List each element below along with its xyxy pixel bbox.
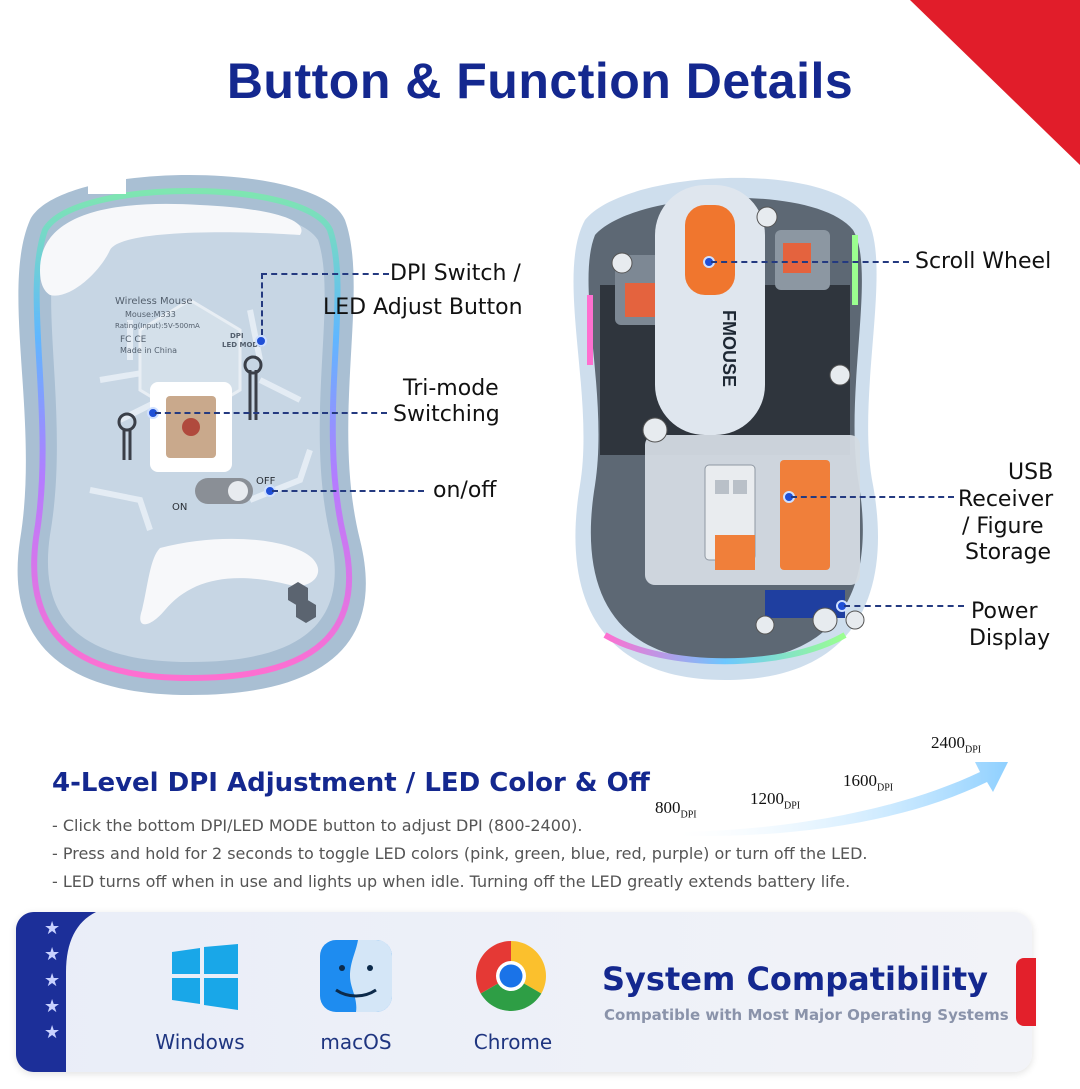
tri-mode-label-line2: Switching bbox=[393, 402, 500, 427]
dpi-button-marker bbox=[255, 335, 267, 347]
on-off-leader-line bbox=[272, 490, 424, 492]
compatibility-title: System Compatibility bbox=[602, 960, 988, 998]
page-title: Button & Function Details bbox=[226, 53, 854, 109]
stars-ribbon: ★ ★ ★ ★ ★ bbox=[16, 912, 96, 1072]
bottom-text-model: Wireless Mouse bbox=[115, 296, 192, 307]
dpi-level-800: 800DPI bbox=[655, 798, 697, 821]
svg-text:★: ★ bbox=[44, 918, 60, 939]
tri-mode-leader-line bbox=[155, 412, 387, 414]
red-corner-decoration bbox=[910, 0, 1080, 165]
dpi-bullet-1: - Click the bottom DPI/LED MODE button t… bbox=[52, 816, 583, 835]
red-tab-decoration bbox=[1016, 958, 1036, 1026]
scroll-wheel-label: Scroll Wheel bbox=[915, 249, 1052, 274]
compatibility-subtitle: Compatible with Most Major Operating Sys… bbox=[604, 1006, 1009, 1024]
svg-text:★: ★ bbox=[44, 1022, 60, 1043]
os-label-chrome: Chrome bbox=[473, 1030, 553, 1054]
bottom-text-cert: FC CE bbox=[120, 335, 147, 345]
on-off-label: on/off bbox=[433, 478, 497, 503]
dpi-level-1600: 1600DPI bbox=[843, 771, 894, 794]
mouse-top-view-image: FMOUSE bbox=[573, 177, 879, 680]
bottom-text-off: OFF bbox=[256, 476, 276, 487]
scroll-wheel-leader-line bbox=[711, 261, 909, 263]
bottom-text-origin: Made in China bbox=[120, 346, 177, 355]
bottom-text-dpi: DPI bbox=[230, 332, 244, 340]
usb-label-line4: Storage bbox=[965, 540, 1052, 565]
bottom-text-ledmode: LED MODE bbox=[222, 341, 263, 349]
usb-label-line1: USB bbox=[1008, 460, 1054, 485]
dpi-bullet-3: - LED turns off when in use and lights u… bbox=[52, 872, 851, 891]
power-label-line1: Power bbox=[971, 599, 1038, 624]
dpi-level-1200: 1200DPI bbox=[750, 789, 801, 812]
os-label-windows: Windows bbox=[155, 1030, 245, 1054]
usb-receiver-leader-line bbox=[791, 496, 954, 498]
dpi-switch-label-line2: LED Adjust Button bbox=[323, 295, 523, 320]
bottom-text-rating: Rating(Input):5V-500mA bbox=[115, 322, 200, 330]
top-brand-text: FMOUSE bbox=[719, 310, 739, 387]
svg-text:★: ★ bbox=[44, 996, 60, 1017]
macos-finder-icon bbox=[320, 940, 392, 1012]
os-label-macos: macOS bbox=[320, 1030, 392, 1054]
power-display-leader-line bbox=[844, 605, 964, 607]
tri-mode-label-line1: Tri-mode bbox=[403, 376, 499, 401]
dpi-leader-line bbox=[261, 273, 389, 275]
svg-text:★: ★ bbox=[44, 944, 60, 965]
usb-label-line2: Receiver bbox=[958, 487, 1054, 512]
mouse-bottom-view-image: Wireless Mouse Mouse:M333 Rating(Input):… bbox=[17, 168, 366, 695]
dpi-leader-vertical bbox=[261, 273, 263, 335]
svg-text:★: ★ bbox=[44, 970, 60, 991]
dpi-bullet-2: - Press and hold for 2 seconds to toggle… bbox=[52, 844, 868, 863]
windows-icon bbox=[172, 944, 238, 1010]
power-label-line2: Display bbox=[969, 626, 1051, 651]
bottom-text-on: ON bbox=[172, 502, 187, 513]
dpi-switch-label-line1: DPI Switch / bbox=[390, 261, 521, 286]
dpi-level-2400: 2400DPI bbox=[931, 733, 982, 756]
dpi-section-title: 4-Level DPI Adjustment / LED Color & Off bbox=[52, 768, 650, 798]
bottom-text-mouse: Mouse:M333 bbox=[125, 310, 176, 319]
usb-label-line3: / Figure bbox=[962, 514, 1044, 539]
chrome-icon bbox=[476, 941, 546, 1011]
dpi-arrow-graphic bbox=[680, 762, 1008, 837]
